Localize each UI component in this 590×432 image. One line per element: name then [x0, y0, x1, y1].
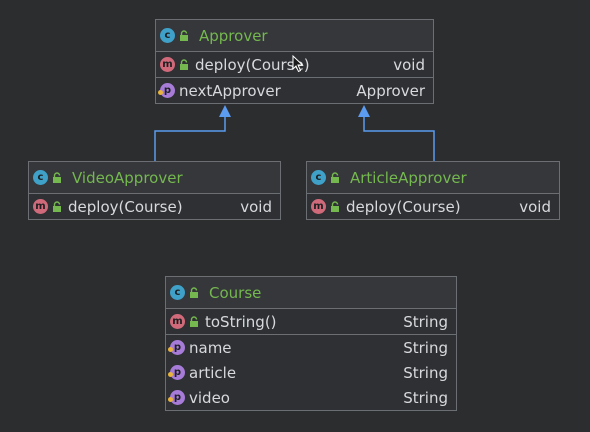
- public-lock-icon: [180, 29, 188, 41]
- method-badge-icon: m: [160, 57, 175, 72]
- class-name: ArticleApprover: [350, 168, 467, 187]
- public-lock-icon: [180, 58, 188, 70]
- class-name: Course: [209, 283, 262, 302]
- method-return-type: void: [519, 197, 551, 216]
- methods-section: m toString() String: [166, 309, 456, 335]
- class-badge-icon: c: [170, 285, 185, 300]
- public-lock-icon: [331, 171, 339, 183]
- method-badge-icon: m: [311, 199, 326, 214]
- field-name: article: [189, 363, 237, 382]
- methods-section: m deploy(Course) void: [307, 194, 559, 219]
- property-badge-icon: p: [158, 83, 175, 98]
- field-type: String: [403, 338, 448, 357]
- methods-section: m deploy(Course) void: [156, 52, 433, 78]
- method-row[interactable]: m toString() String: [166, 309, 456, 334]
- field-type: String: [403, 363, 448, 382]
- field-row[interactable]: p article String: [166, 360, 456, 385]
- class-course[interactable]: c Course m toString() String p name Stri…: [165, 276, 457, 411]
- class-course-header[interactable]: c Course: [166, 277, 456, 309]
- class-badge-icon: c: [33, 170, 48, 185]
- method-row[interactable]: m deploy(Course) void: [29, 194, 280, 219]
- field-name: video: [189, 388, 230, 407]
- class-video-approver-header[interactable]: c VideoApprover: [29, 162, 280, 194]
- methods-section: m deploy(Course) void: [29, 194, 280, 219]
- method-return-type: void: [393, 55, 425, 74]
- class-name: Approver: [199, 26, 268, 45]
- field-name: name: [189, 338, 232, 357]
- class-approver-header[interactable]: c Approver: [156, 20, 433, 52]
- method-name: deploy(Course): [346, 197, 461, 216]
- fields-section: p nextApprover Approver: [156, 78, 433, 103]
- inheritance-edge-video-approver[interactable]: [154, 105, 231, 161]
- fields-section: p name String p article String p video S…: [166, 335, 456, 410]
- field-type: Approver: [356, 81, 425, 100]
- class-name: VideoApprover: [72, 168, 183, 187]
- inheritance-edge-article-approver[interactable]: [358, 105, 435, 161]
- property-badge-icon: p: [168, 365, 185, 380]
- public-lock-icon: [331, 200, 339, 212]
- public-lock-icon: [53, 171, 61, 183]
- class-badge-icon: c: [160, 28, 175, 43]
- method-name: deploy(Course): [68, 197, 183, 216]
- class-article-approver[interactable]: c ArticleApprover m deploy(Course) void: [306, 161, 560, 220]
- inheritance-arrowhead-video: [219, 105, 231, 117]
- method-name: deploy(Course): [195, 55, 310, 74]
- field-name: nextApprover: [179, 81, 281, 100]
- property-badge-icon: p: [168, 390, 185, 405]
- public-lock-icon: [53, 200, 61, 212]
- field-row[interactable]: p name String: [166, 335, 456, 360]
- property-badge-icon: p: [168, 340, 185, 355]
- field-row[interactable]: p video String: [166, 385, 456, 410]
- field-row[interactable]: p nextApprover Approver: [156, 78, 433, 103]
- mouse-cursor-icon: [292, 55, 304, 73]
- public-lock-icon: [190, 315, 198, 327]
- class-video-approver[interactable]: c VideoApprover m deploy(Course) void: [28, 161, 281, 220]
- class-badge-icon: c: [311, 170, 326, 185]
- inheritance-arrowhead-article: [358, 105, 370, 117]
- method-badge-icon: m: [170, 314, 185, 329]
- class-article-approver-header[interactable]: c ArticleApprover: [307, 162, 559, 194]
- method-badge-icon: m: [33, 199, 48, 214]
- method-return-type: String: [403, 312, 448, 331]
- method-name: toString(): [205, 312, 277, 331]
- method-row[interactable]: m deploy(Course) void: [307, 194, 559, 219]
- public-lock-icon: [190, 286, 198, 298]
- field-type: String: [403, 388, 448, 407]
- method-row[interactable]: m deploy(Course) void: [156, 52, 433, 77]
- method-return-type: void: [240, 197, 272, 216]
